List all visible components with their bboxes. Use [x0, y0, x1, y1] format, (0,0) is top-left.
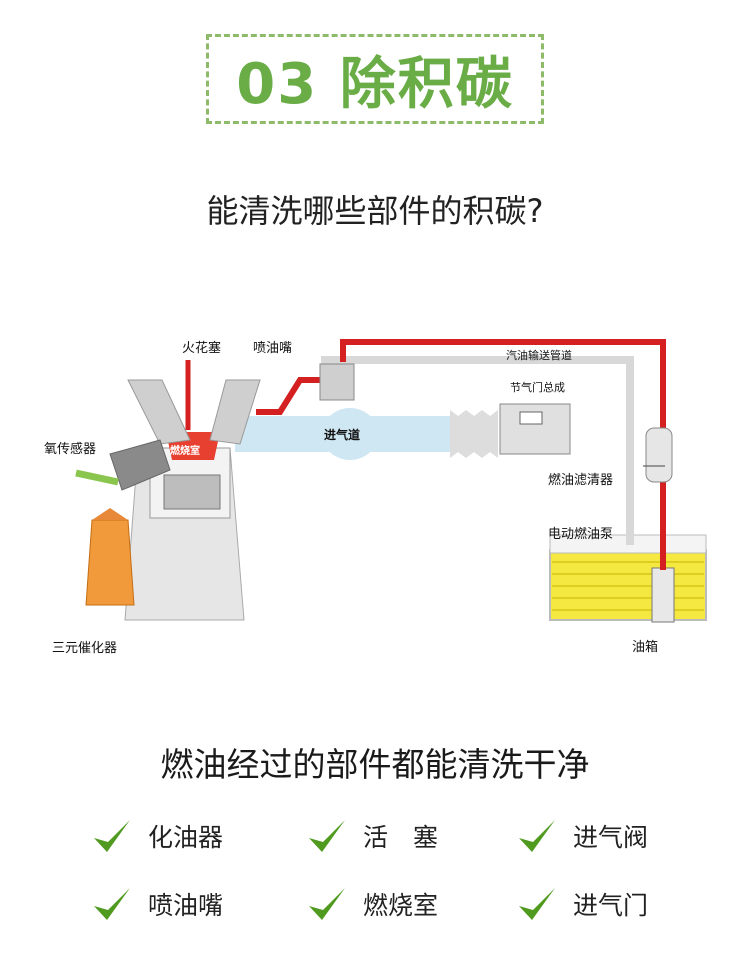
- section-title-box: 03 除积碳: [206, 34, 544, 124]
- label-intake: 进气道: [324, 428, 361, 442]
- checkmark-icon: [94, 820, 130, 852]
- checkmark-icon: [309, 820, 345, 852]
- label-fuel-filter: 燃油滤清器: [548, 473, 614, 488]
- label-combustion: 燃烧室: [170, 446, 200, 457]
- item-label: 进气门: [573, 891, 649, 920]
- fuel-filter-shape: [645, 427, 673, 483]
- list-item: 化油器: [90, 814, 223, 858]
- item-label: 化油器: [148, 823, 224, 852]
- item-label: 活 塞: [363, 823, 439, 852]
- label-fuel-line: 汽油输送管道: [506, 349, 572, 362]
- item-label: 喷油嘴: [148, 891, 224, 920]
- engine-illustration: [75, 339, 707, 623]
- label-tank: 油箱: [632, 640, 659, 655]
- list-item: 喷油嘴: [90, 882, 223, 926]
- item-label: 进气阀: [573, 823, 649, 852]
- exhaust-manifold: [109, 439, 171, 491]
- list-item: 活 塞: [305, 814, 438, 858]
- intake-bulge: [322, 408, 378, 460]
- oxygen-sensor-shape: [75, 469, 119, 486]
- exhaust-valve-head: [127, 379, 191, 445]
- label-spark-plug: 火花塞: [182, 341, 222, 356]
- label-throttle: 节气门总成: [510, 381, 565, 394]
- list-item: 进气门: [515, 882, 648, 926]
- label-fuel-pump: 电动燃油泵: [548, 527, 614, 542]
- catalyst-shape: [85, 519, 135, 606]
- label-injector: 喷油嘴: [253, 341, 293, 356]
- checkmark-icon: [519, 888, 555, 920]
- engine-diagram: 火花塞 喷油嘴 汽油输送管道 节气门总成 氧传感器 进气道 燃烧室 燃油滤清器 …: [30, 320, 720, 660]
- label-catalyst: 三元催化器: [52, 641, 118, 656]
- checkmark-icon: [519, 820, 555, 852]
- checkmark-icon: [94, 888, 130, 920]
- question-heading: 能清洗哪些部件的积碳?: [206, 192, 544, 230]
- checkmark-icon: [309, 888, 345, 920]
- injector-line: [256, 377, 325, 415]
- intake-valve-head: [209, 379, 261, 445]
- piston: [163, 474, 221, 510]
- injector-body: [319, 363, 355, 401]
- subtitle-heading: 燃油经过的部件都能清洗干净: [160, 745, 590, 784]
- list-item: 燃烧室: [305, 882, 438, 926]
- label-oxygen-sensor: 氧传感器: [44, 442, 97, 457]
- section-title: 03 除积碳: [236, 51, 514, 117]
- list-item: 进气阀: [515, 814, 648, 858]
- item-label: 燃烧室: [363, 891, 439, 920]
- intake-bellows: [450, 410, 498, 458]
- fuel-pump-shape: [651, 567, 675, 623]
